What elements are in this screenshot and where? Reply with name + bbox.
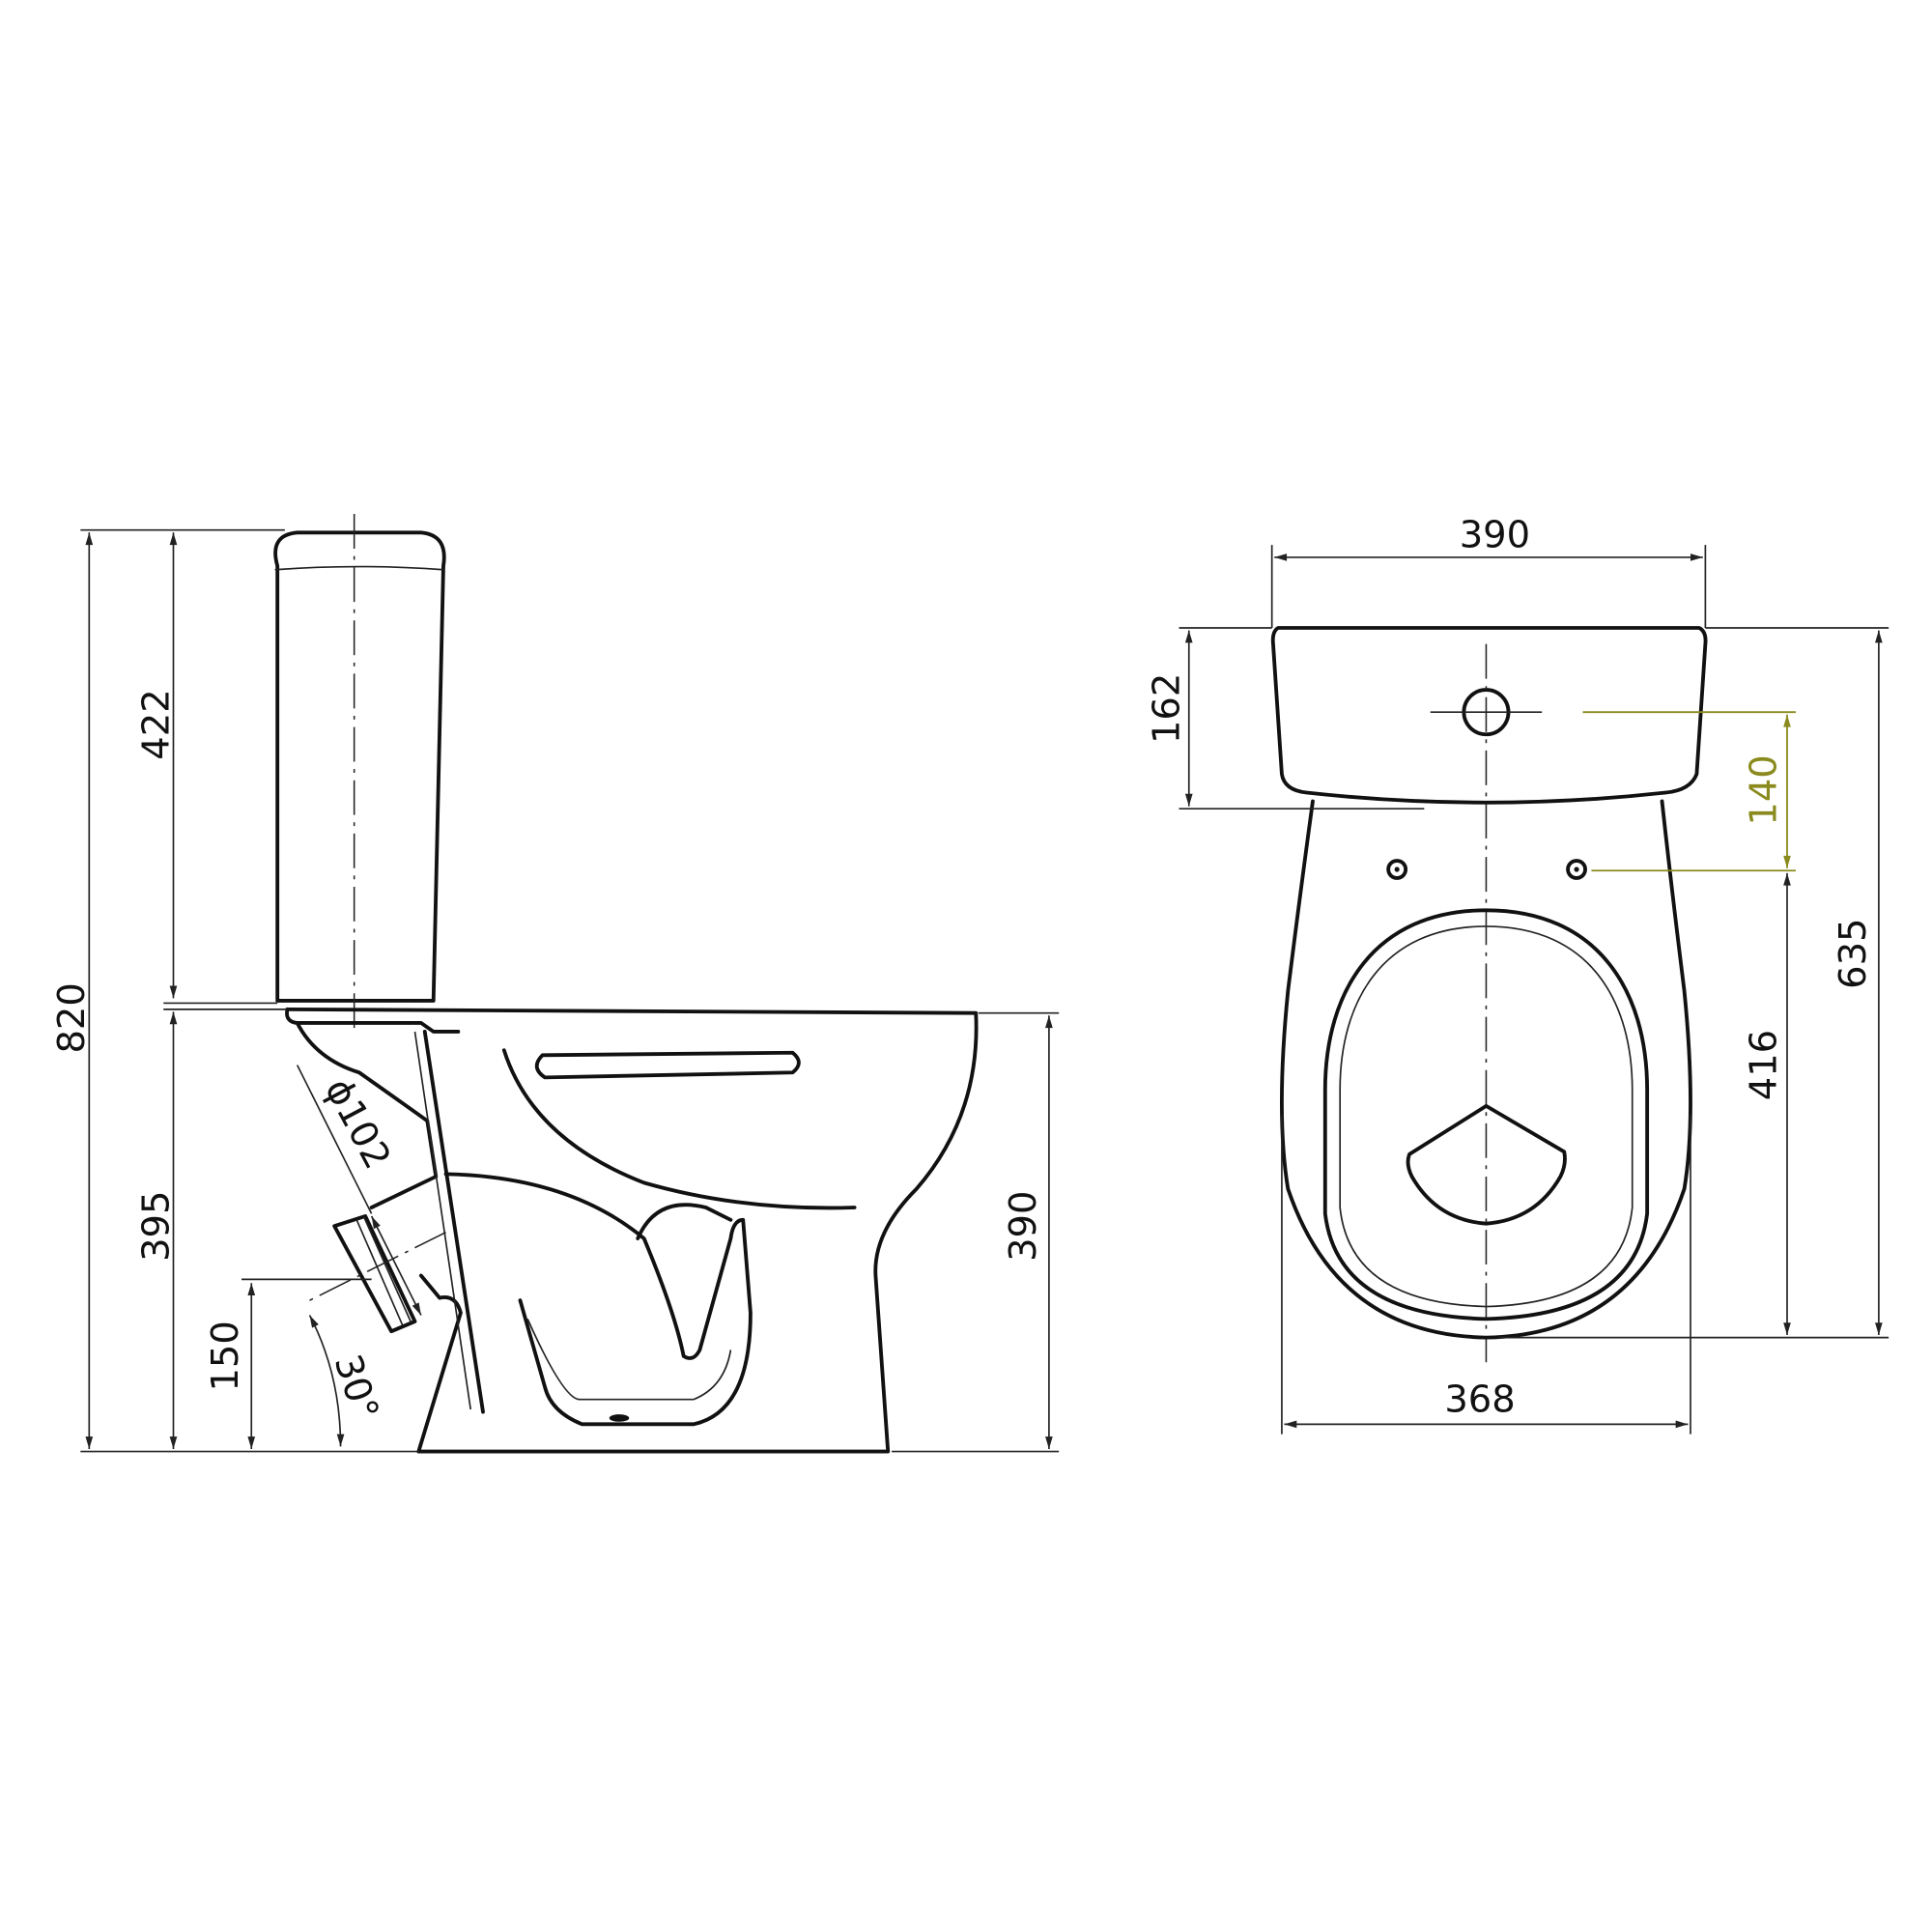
dimension-label: 162	[1146, 673, 1189, 744]
dimension-label: 395	[134, 1191, 178, 1262]
dimension-angle-30: 30°	[308, 1315, 387, 1447]
dimension-390-width: 390	[1270, 514, 1707, 628]
dimension-label: 416	[1742, 1030, 1785, 1100]
dimension-390-rim: 390	[892, 1011, 1060, 1453]
cistern-side	[273, 514, 446, 1031]
dimension-162: 162	[1146, 627, 1425, 810]
seat-bolt-left	[1386, 859, 1408, 880]
dimension-label: ϕ102	[316, 1071, 399, 1176]
dimension-label: 390	[1002, 1191, 1045, 1262]
dimension-140: 140	[1582, 711, 1796, 872]
dimension-label: 635	[1832, 918, 1875, 988]
seat-bolt-right	[1566, 859, 1587, 880]
dimension-label: 368	[1444, 1378, 1515, 1422]
bowl-side	[285, 1007, 979, 1454]
dimension-label: 390	[1460, 514, 1530, 557]
dimension-416: 416	[1742, 872, 1791, 1336]
dimension-422: 422	[134, 532, 278, 1005]
dimension-635: 635	[1498, 627, 1889, 1339]
dimension-label: 140	[1742, 754, 1785, 825]
dimension-label: 820	[50, 982, 94, 1053]
dimension-150: 150	[204, 1278, 372, 1450]
side-view: 820 422 395 150 30° ϕ102 39	[50, 514, 1060, 1454]
cistern-top	[1270, 626, 1708, 1363]
dimension-395: 395	[134, 1009, 288, 1450]
bowl-top	[1280, 799, 1692, 1340]
dimension-label: 30°	[326, 1350, 387, 1426]
dimension-820: 820	[50, 528, 419, 1453]
top-view: 390 162 635 140 416 368	[1146, 514, 1889, 1435]
dimension-label: 422	[134, 689, 178, 759]
dimension-368: 368	[1281, 1114, 1691, 1435]
dimension-label: 150	[204, 1321, 247, 1391]
